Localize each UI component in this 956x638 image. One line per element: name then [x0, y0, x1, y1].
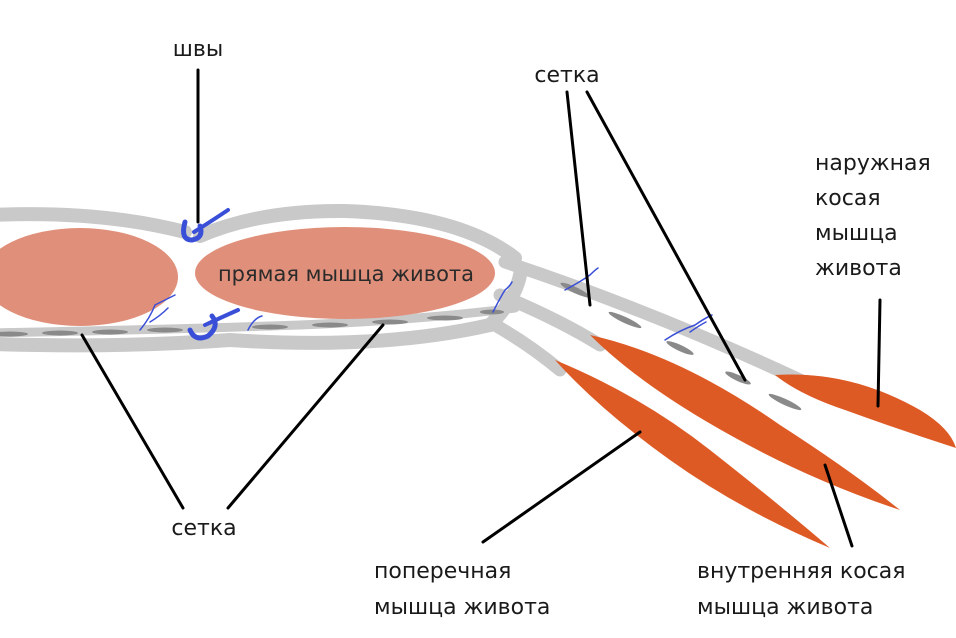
labels: швы сетка наружная косая мышца живота пр…	[171, 37, 930, 620]
lateral-aponeuroses	[488, 255, 807, 387]
suture-thin-mid	[247, 315, 263, 331]
label-transverse-2: мышца живота	[374, 595, 550, 620]
label-external-oblique-2: косая	[815, 186, 881, 211]
leader-mesh-top-2	[585, 90, 747, 382]
leader-mesh-bottom-2	[226, 323, 385, 510]
suture-bottom	[187, 308, 240, 341]
suture-thin-right	[492, 281, 513, 313]
suture-thin-left	[139, 294, 176, 331]
external-oblique-muscle	[775, 374, 956, 448]
rectus-muscle-left	[0, 228, 178, 326]
label-external-oblique-4: живота	[815, 256, 902, 281]
transverse-muscle	[555, 360, 830, 548]
label-mesh-bottom: сетка	[171, 516, 236, 541]
suture-top	[181, 208, 230, 243]
label-internal-oblique-2: мышца живота	[697, 595, 873, 620]
leader-internal-oblique	[823, 463, 854, 548]
leader-mesh-top-1	[565, 90, 592, 307]
rectus-sheath	[0, 203, 527, 353]
rectus-muscles	[0, 227, 495, 326]
suture-thin-lateral-1	[564, 267, 599, 291]
leader-lines	[80, 68, 882, 548]
mesh	[0, 282, 802, 411]
leader-transverse	[481, 430, 642, 544]
label-external-oblique-3: мышца	[815, 221, 898, 246]
label-mesh-top: сетка	[534, 63, 599, 88]
label-transverse-1: поперечная	[374, 559, 511, 584]
suture-thin-lateral-2	[664, 314, 713, 341]
internal-oblique-muscle	[590, 335, 900, 510]
label-rectus: прямая мышца живота	[218, 262, 474, 286]
label-internal-oblique-1: внутренняя косая	[697, 559, 905, 584]
leader-external-oblique	[876, 298, 882, 408]
label-external-oblique-1: наружная	[815, 151, 931, 176]
rectus-muscle-right	[195, 227, 495, 319]
label-sutures: швы	[173, 37, 223, 62]
leader-mesh-bottom-1	[80, 333, 185, 510]
lateral-muscles	[555, 335, 956, 548]
sutures	[139, 208, 713, 341]
